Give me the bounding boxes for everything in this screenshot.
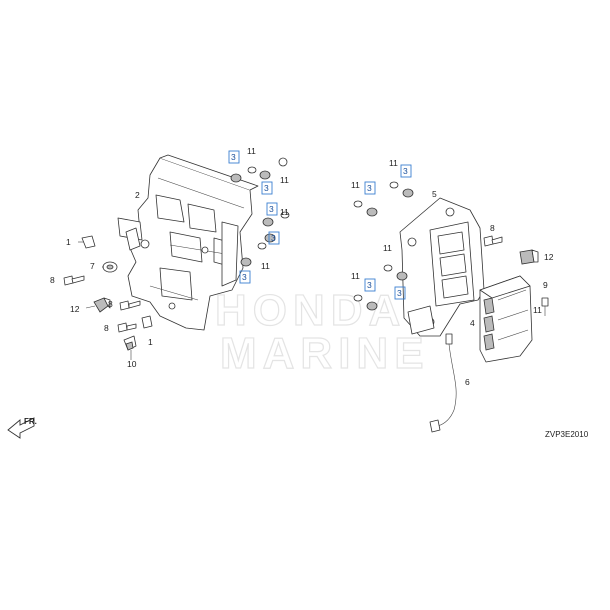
callout-c8a: 8 — [50, 275, 55, 285]
callout-c8d: 8 — [490, 223, 495, 233]
callout-c7: 7 — [90, 261, 95, 271]
connector-12b — [519, 249, 539, 265]
callout-c3c: 3 — [269, 204, 274, 214]
callout-c8c: 8 — [104, 323, 109, 333]
watermark-honda: HONDA — [215, 286, 406, 335]
callout-c11a: 11 — [247, 146, 256, 156]
nut-group-right — [353, 181, 414, 311]
callout-c5: 5 — [432, 189, 437, 199]
ecm-unit — [479, 275, 533, 363]
callout-c2: 2 — [135, 190, 140, 200]
clip-1a — [78, 235, 96, 249]
callout-c11e: 11 — [351, 180, 360, 190]
connector-10 — [123, 335, 137, 360]
bolt-8b — [119, 300, 141, 311]
callout-box-c3b — [261, 181, 273, 195]
sensor-cable-6 — [429, 333, 457, 433]
callout-c6: 6 — [465, 377, 470, 387]
grommet-7 — [102, 261, 118, 273]
callout-c1b: 1 — [148, 337, 153, 347]
callout-box-c3g — [400, 164, 412, 178]
callout-box-c3f — [364, 181, 376, 195]
connector-12a — [85, 297, 111, 313]
callout-c11i: 11 — [533, 305, 542, 315]
callout-c3g: 3 — [403, 166, 408, 176]
bolt-8c — [117, 322, 137, 333]
callout-c11g: 11 — [383, 243, 392, 253]
callout-c3f: 3 — [367, 183, 372, 193]
callout-box-c3c — [266, 202, 278, 216]
callout-c3e: 3 — [242, 272, 247, 282]
callout-c4: 4 — [470, 318, 475, 328]
front-direction-arrow: FR. — [7, 417, 37, 439]
callout-c9: 9 — [543, 280, 548, 290]
callout-box-c3e — [239, 270, 251, 284]
callout-c11b: 11 — [280, 175, 289, 185]
watermark-marine: MARINE — [220, 329, 430, 378]
front-arrow-label: FR. — [24, 417, 37, 426]
clip-1b — [141, 315, 153, 329]
callout-box-c3a — [228, 150, 240, 164]
callout-c1a: 1 — [66, 237, 71, 247]
electrical-bracket — [117, 154, 259, 331]
callout-c3h: 3 — [367, 280, 372, 290]
bolt-8d — [483, 235, 503, 247]
bolt-9 — [541, 297, 549, 316]
callout-labels: 1123333333334567888891011111111111111111… — [50, 146, 554, 387]
bolt-8a — [63, 275, 85, 286]
callout-c3a: 3 — [231, 152, 236, 162]
mounting-plate — [399, 197, 485, 337]
callout-c11f: 11 — [389, 158, 398, 168]
callout-c12a: 12 — [70, 304, 80, 314]
callout-c3d: 3 — [271, 233, 276, 243]
callout-c10: 10 — [127, 359, 137, 369]
nut-group-left — [230, 157, 290, 267]
callout-c11h: 11 — [351, 271, 360, 281]
callout-c12b: 12 — [544, 252, 554, 262]
callout-c3i: 3 — [397, 288, 402, 298]
callout-box-c3d — [268, 231, 280, 245]
callout-box-c3i — [394, 286, 406, 300]
diagram-code: ZVP3E2010 — [545, 430, 589, 439]
callout-c8b: 8 — [108, 299, 113, 309]
callout-c11c: 11 — [280, 207, 289, 217]
callout-c3b: 3 — [264, 183, 269, 193]
callout-c11d: 11 — [261, 261, 270, 271]
callout-box-c3h — [364, 278, 376, 292]
